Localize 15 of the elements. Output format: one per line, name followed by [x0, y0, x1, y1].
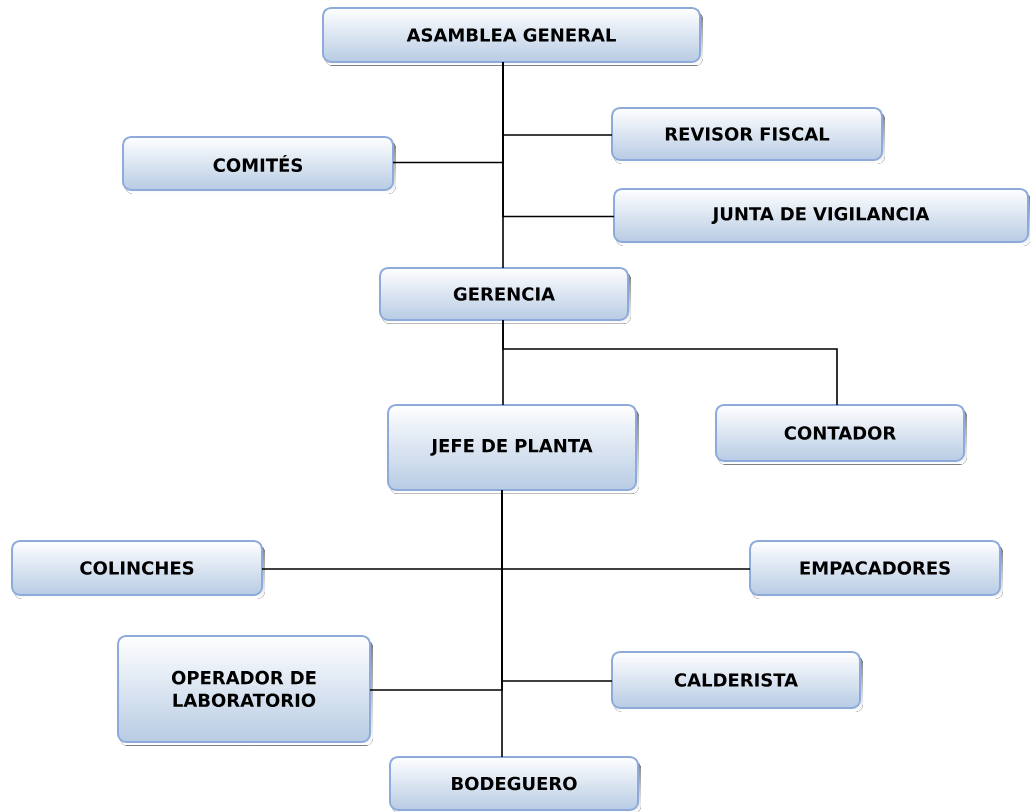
org-box: OPERADOR DE LABORATORIO: [117, 635, 373, 746]
org-box: COLINCHES: [11, 540, 265, 599]
org-box: JEFE DE PLANTA: [387, 404, 639, 494]
org-box: COMITÉS: [122, 136, 396, 194]
connector-line: [502, 61, 504, 269]
org-box: CALDERISTA: [611, 651, 863, 712]
org-box: JUNTA DE VIGILANCIA: [613, 187, 1030, 246]
org-box: BODEGUERO: [389, 756, 641, 812]
org-box: EMPACADORES: [749, 540, 1003, 599]
connector-line: [502, 319, 838, 406]
org-box: ASAMBLEA GENERAL: [322, 7, 703, 66]
org-box: REVISOR FISCAL: [611, 107, 885, 164]
connector-line: [501, 489, 503, 758]
org-box: GERENCIA: [379, 267, 631, 324]
org-box: CONTADOR: [715, 404, 967, 465]
